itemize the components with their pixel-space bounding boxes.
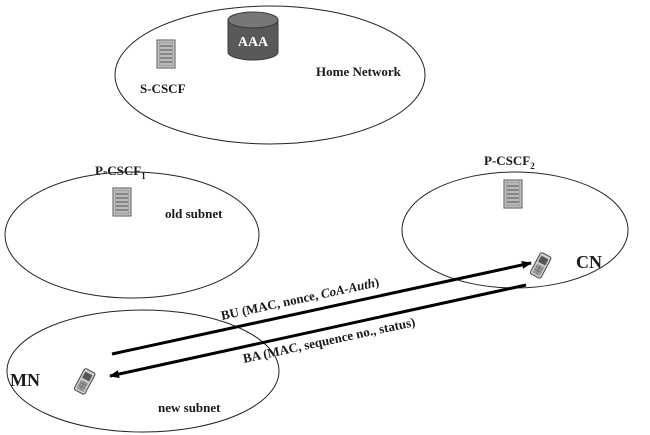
new-subnet-ellipse bbox=[6, 309, 280, 433]
bu-message-label: BU (MAC, nonce, CoA-Auth) bbox=[219, 274, 380, 323]
ba-arrow bbox=[109, 283, 527, 378]
old-subnet-ellipse bbox=[4, 171, 260, 299]
cn-phone-icon bbox=[529, 251, 553, 280]
bu-arrow bbox=[111, 261, 532, 356]
old-subnet-label: old subnet bbox=[165, 206, 223, 221]
pcscf1-label: P-CSCF1 bbox=[95, 163, 146, 181]
home-network-ellipse bbox=[114, 5, 426, 145]
new-subnet-label: new subnet bbox=[158, 400, 221, 415]
home-network-label: Home Network bbox=[316, 64, 402, 79]
aaa-label: AAA bbox=[238, 35, 269, 50]
mn-phone-icon bbox=[73, 367, 97, 396]
scscf-label: S-CSCF bbox=[140, 81, 186, 96]
pcscf2-server-icon bbox=[503, 179, 523, 209]
pcscf2-label: P-CSCF2 bbox=[484, 153, 535, 171]
mn-label: MN bbox=[10, 370, 40, 390]
pcscf1-server-icon bbox=[112, 187, 132, 217]
aaa-database-icon bbox=[227, 11, 279, 61]
scscf-server-icon bbox=[156, 39, 176, 69]
cn-label: CN bbox=[576, 252, 602, 272]
